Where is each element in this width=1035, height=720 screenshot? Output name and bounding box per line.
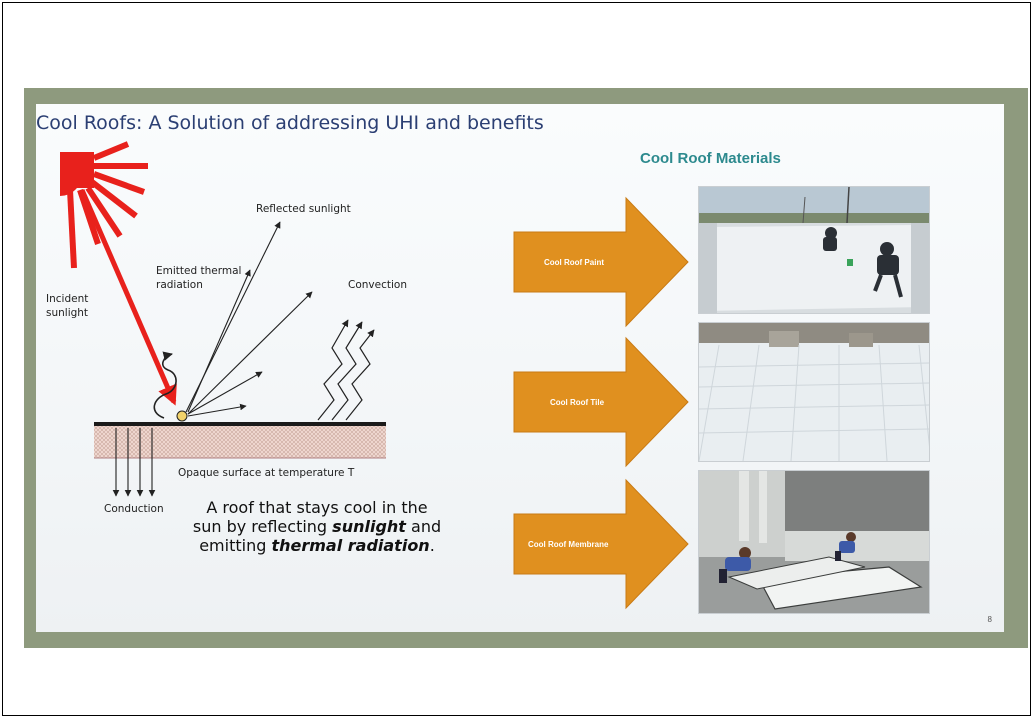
- cool-roof-diagram: Reflected sunlight Emitted thermal radia…: [46, 141, 407, 515]
- emitted-ray-arrow: [187, 291, 313, 415]
- tile-arrow: Cool Roof Tile: [513, 336, 689, 468]
- paint-arrow-label: Cool Roof Paint: [544, 258, 604, 267]
- slide: Cool Roofs: A Solution of addressing UHI…: [36, 104, 1004, 632]
- cool-roof-caption: A roof that stays cool in the sun by ref…: [192, 498, 442, 555]
- emitted-ray-arrow: [187, 371, 263, 415]
- paint-arrow: Cool Roof Paint: [513, 196, 689, 328]
- page-number: 8: [987, 615, 992, 624]
- incident-sunlight-label: Incident: [46, 293, 88, 305]
- tile-arrow-label: Cool Roof Tile: [550, 398, 605, 407]
- heat-wave-arrow: [153, 351, 177, 419]
- sun-icon: [60, 141, 177, 406]
- cool-roof-paint-photo: [698, 186, 930, 314]
- convection-label: Convection: [348, 279, 407, 291]
- emitted-radiation-label-2: radiation: [156, 279, 203, 291]
- emitted-radiation-arrow: [187, 269, 251, 413]
- emitted-ray-arrow: [187, 403, 247, 417]
- worker-figure: [719, 532, 856, 583]
- convection-zigzags: [317, 319, 375, 421]
- surface-label: Opaque surface at temperature T: [178, 467, 355, 479]
- slide-title: Cool Roofs: A Solution of addressing UHI…: [36, 112, 544, 134]
- membrane-arrow: Cool Roof Membrane: [513, 478, 689, 610]
- materials-title: Cool Roof Materials: [640, 150, 781, 167]
- conduction-arrows: [112, 428, 156, 497]
- caption-text-1: A roof that stays cool in the sun by ref…: [192, 498, 428, 536]
- reflected-sunlight-label: Reflected sunlight: [256, 203, 351, 215]
- heat-source-dot: [176, 410, 188, 422]
- caption-emphasis-sunlight: sunlight: [332, 517, 406, 536]
- emitted-radiation-label: Emitted thermal: [156, 265, 241, 277]
- conduction-label: Conduction: [104, 503, 164, 515]
- cool-roof-membrane-photo: [698, 470, 930, 614]
- opaque-surface: [94, 422, 386, 459]
- caption-emphasis-thermal: thermal radiation: [271, 536, 430, 555]
- caption-text-2: and emitting: [199, 517, 442, 555]
- caption-text-3: .: [429, 536, 435, 555]
- worker-figure: [823, 227, 903, 298]
- cool-roof-tile-photo: [698, 322, 930, 462]
- material-arrows: Cool Roof Paint Cool Roof Tile Cool Roof…: [513, 196, 689, 610]
- incident-sunlight-label-2: sunlight: [46, 307, 88, 319]
- membrane-arrow-label: Cool Roof Membrane: [528, 540, 609, 549]
